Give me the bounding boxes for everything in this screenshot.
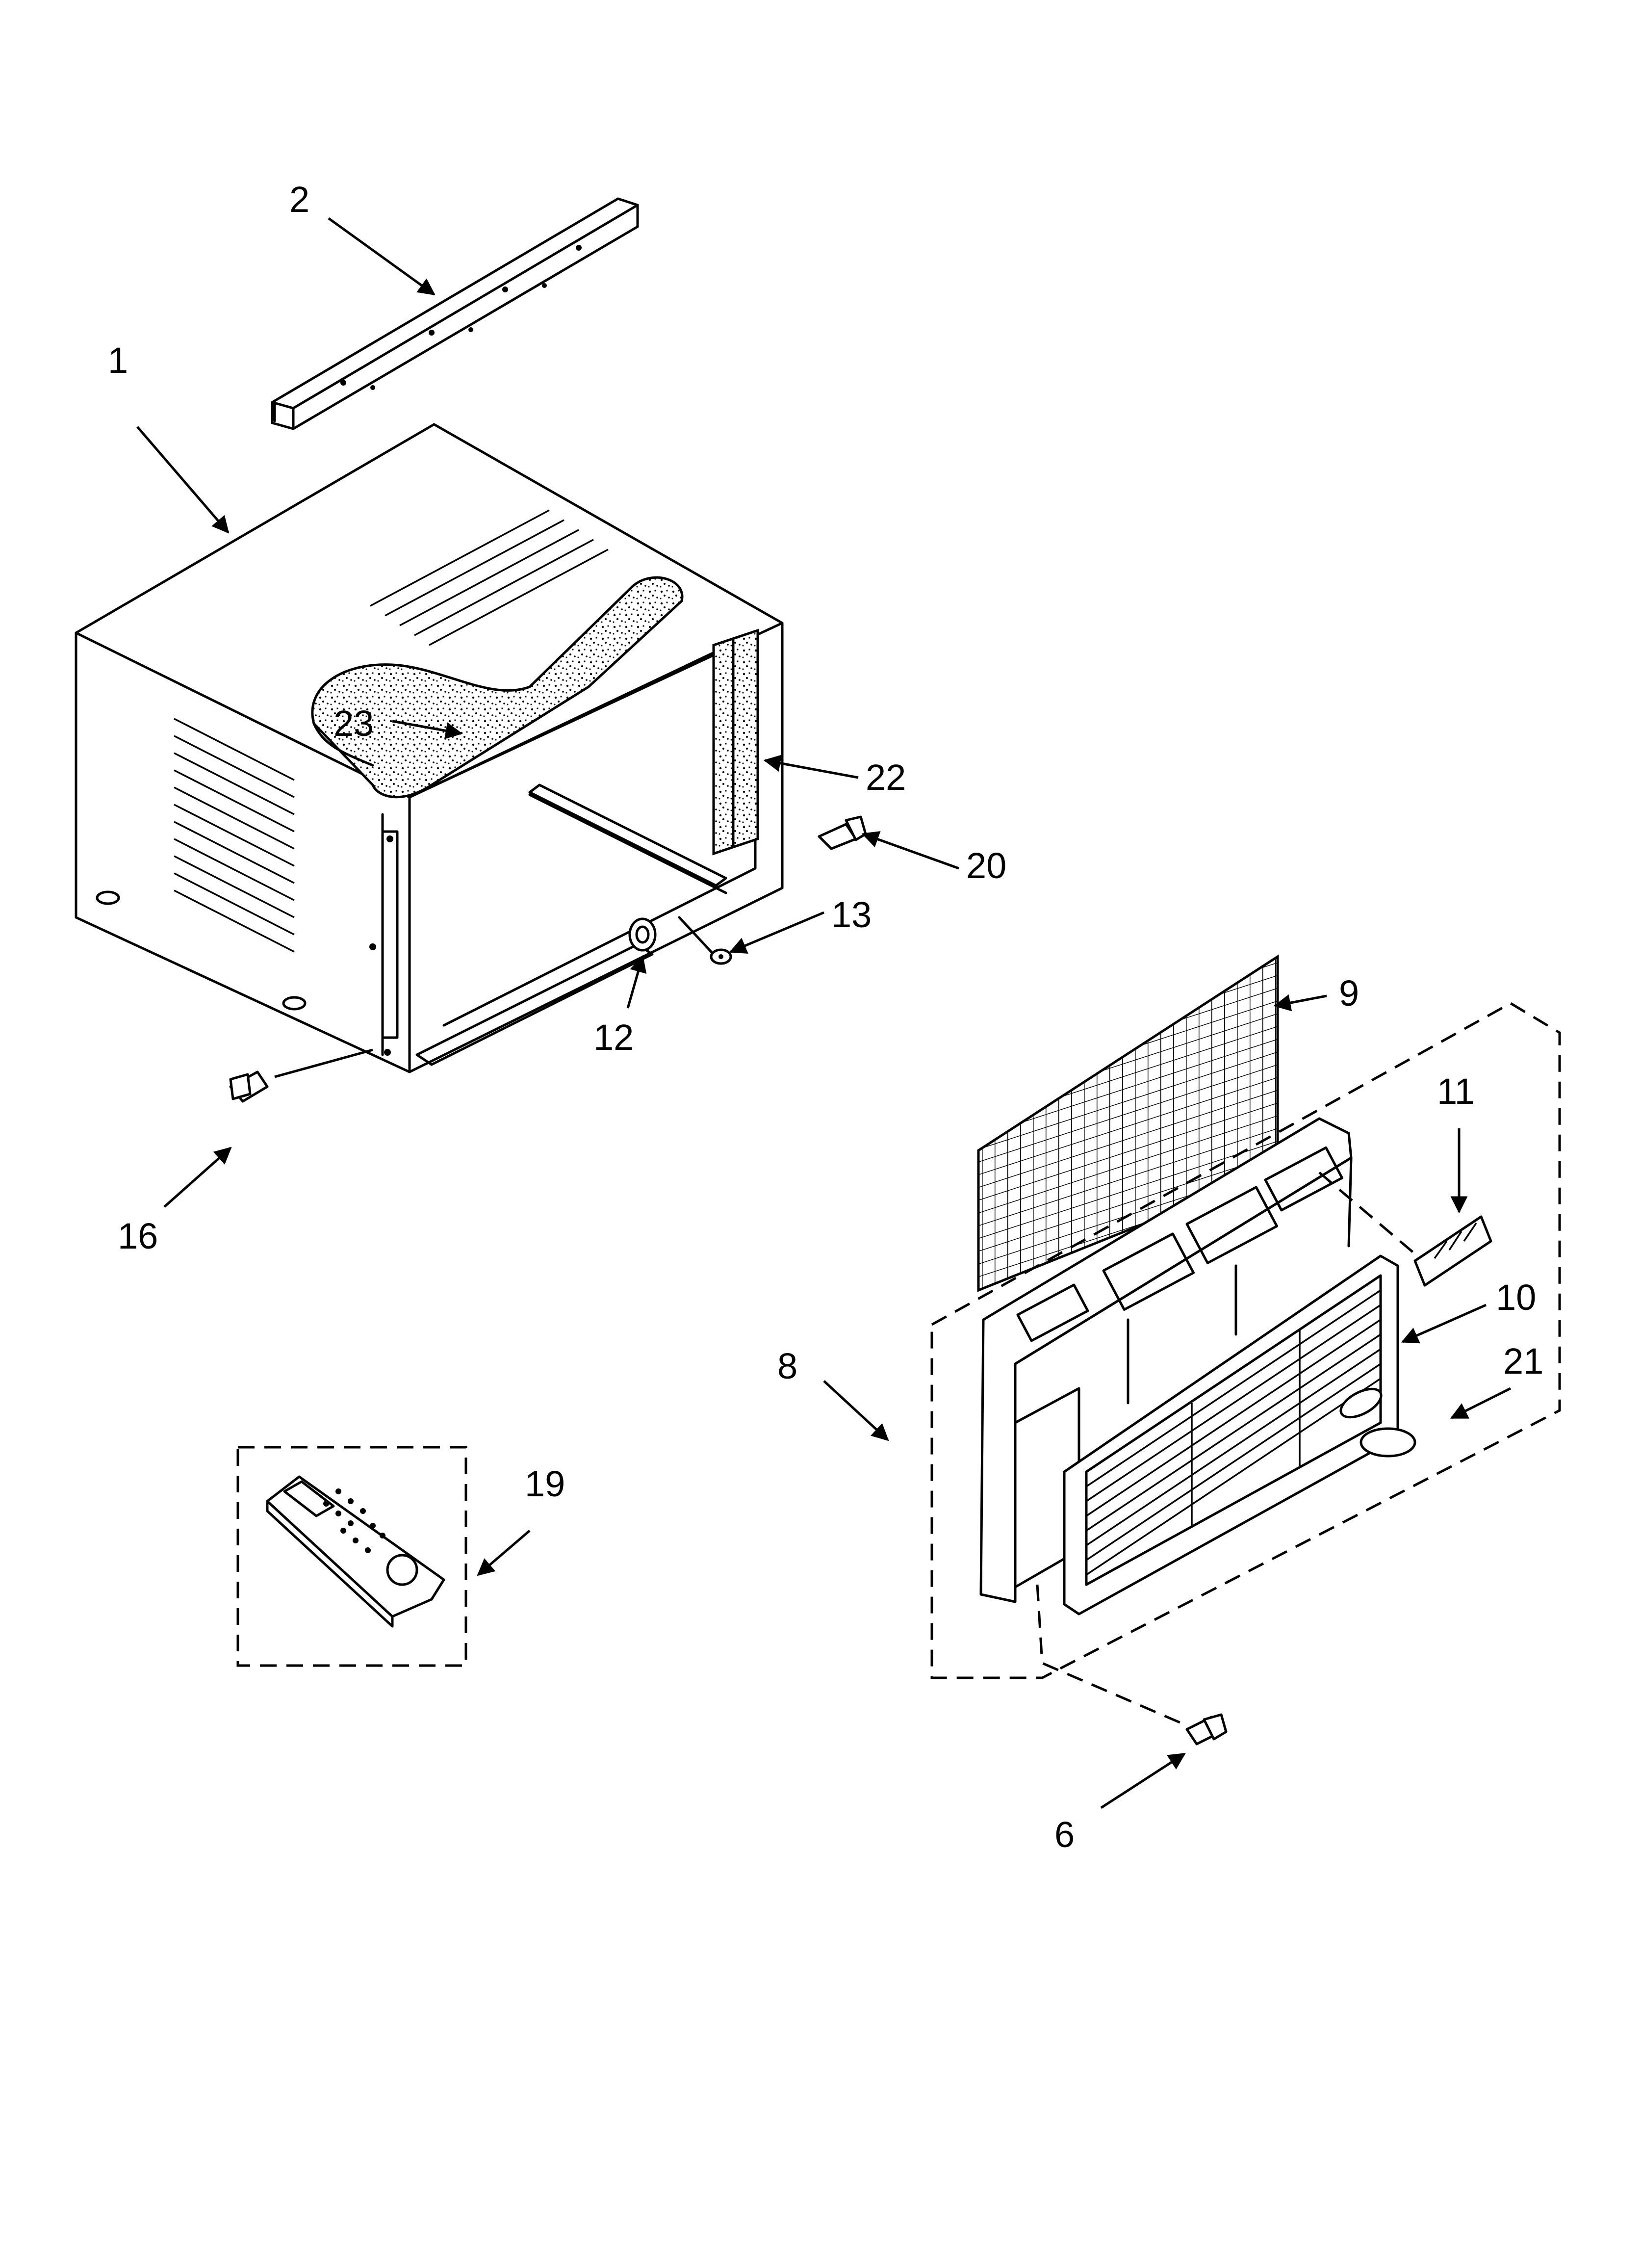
top-louvers <box>370 509 609 646</box>
front-assembly-outline <box>930 1002 1561 1679</box>
remote-outline <box>236 1446 467 1667</box>
callout-8: 8 <box>777 1346 797 1386</box>
leader-lines <box>136 217 1512 1809</box>
callout-19: 19 <box>525 1463 565 1504</box>
screw-6-part <box>1185 1713 1228 1746</box>
callout-16: 16 <box>118 1216 158 1256</box>
callout-13: 13 <box>831 894 872 935</box>
screw-20-part <box>818 815 867 850</box>
foam-strip-part <box>311 576 684 799</box>
front-grille-part <box>1063 1254 1399 1616</box>
callout-1: 1 <box>108 340 128 381</box>
callout-6: 6 <box>1054 1814 1075 1855</box>
vent-louver-part <box>1413 1215 1492 1287</box>
remote-part <box>266 1475 445 1628</box>
callout-20: 20 <box>966 845 1006 886</box>
callout-23: 23 <box>334 703 374 744</box>
callout-11: 11 <box>1437 1071 1475 1112</box>
vent-louver-path <box>1318 1172 1418 1257</box>
callout-9: 9 <box>1339 973 1359 1014</box>
side-seal-part <box>712 628 759 856</box>
badge-part <box>1360 1427 1416 1458</box>
callout-22: 22 <box>866 757 906 798</box>
grommet-part <box>628 917 657 952</box>
callout-12: 12 <box>593 1017 634 1058</box>
callout-10: 10 <box>1496 1277 1536 1318</box>
washer-part <box>678 916 732 965</box>
callout-21: 21 <box>1503 1341 1543 1382</box>
front-panel-part <box>979 1117 1353 1603</box>
callout-2: 2 <box>289 179 309 220</box>
side-louvers <box>174 718 295 953</box>
top-rail-part <box>271 197 639 430</box>
screw-16-path <box>274 1048 373 1078</box>
screw-6-path <box>1036 1584 1185 1726</box>
screw-16-part <box>229 1070 269 1103</box>
